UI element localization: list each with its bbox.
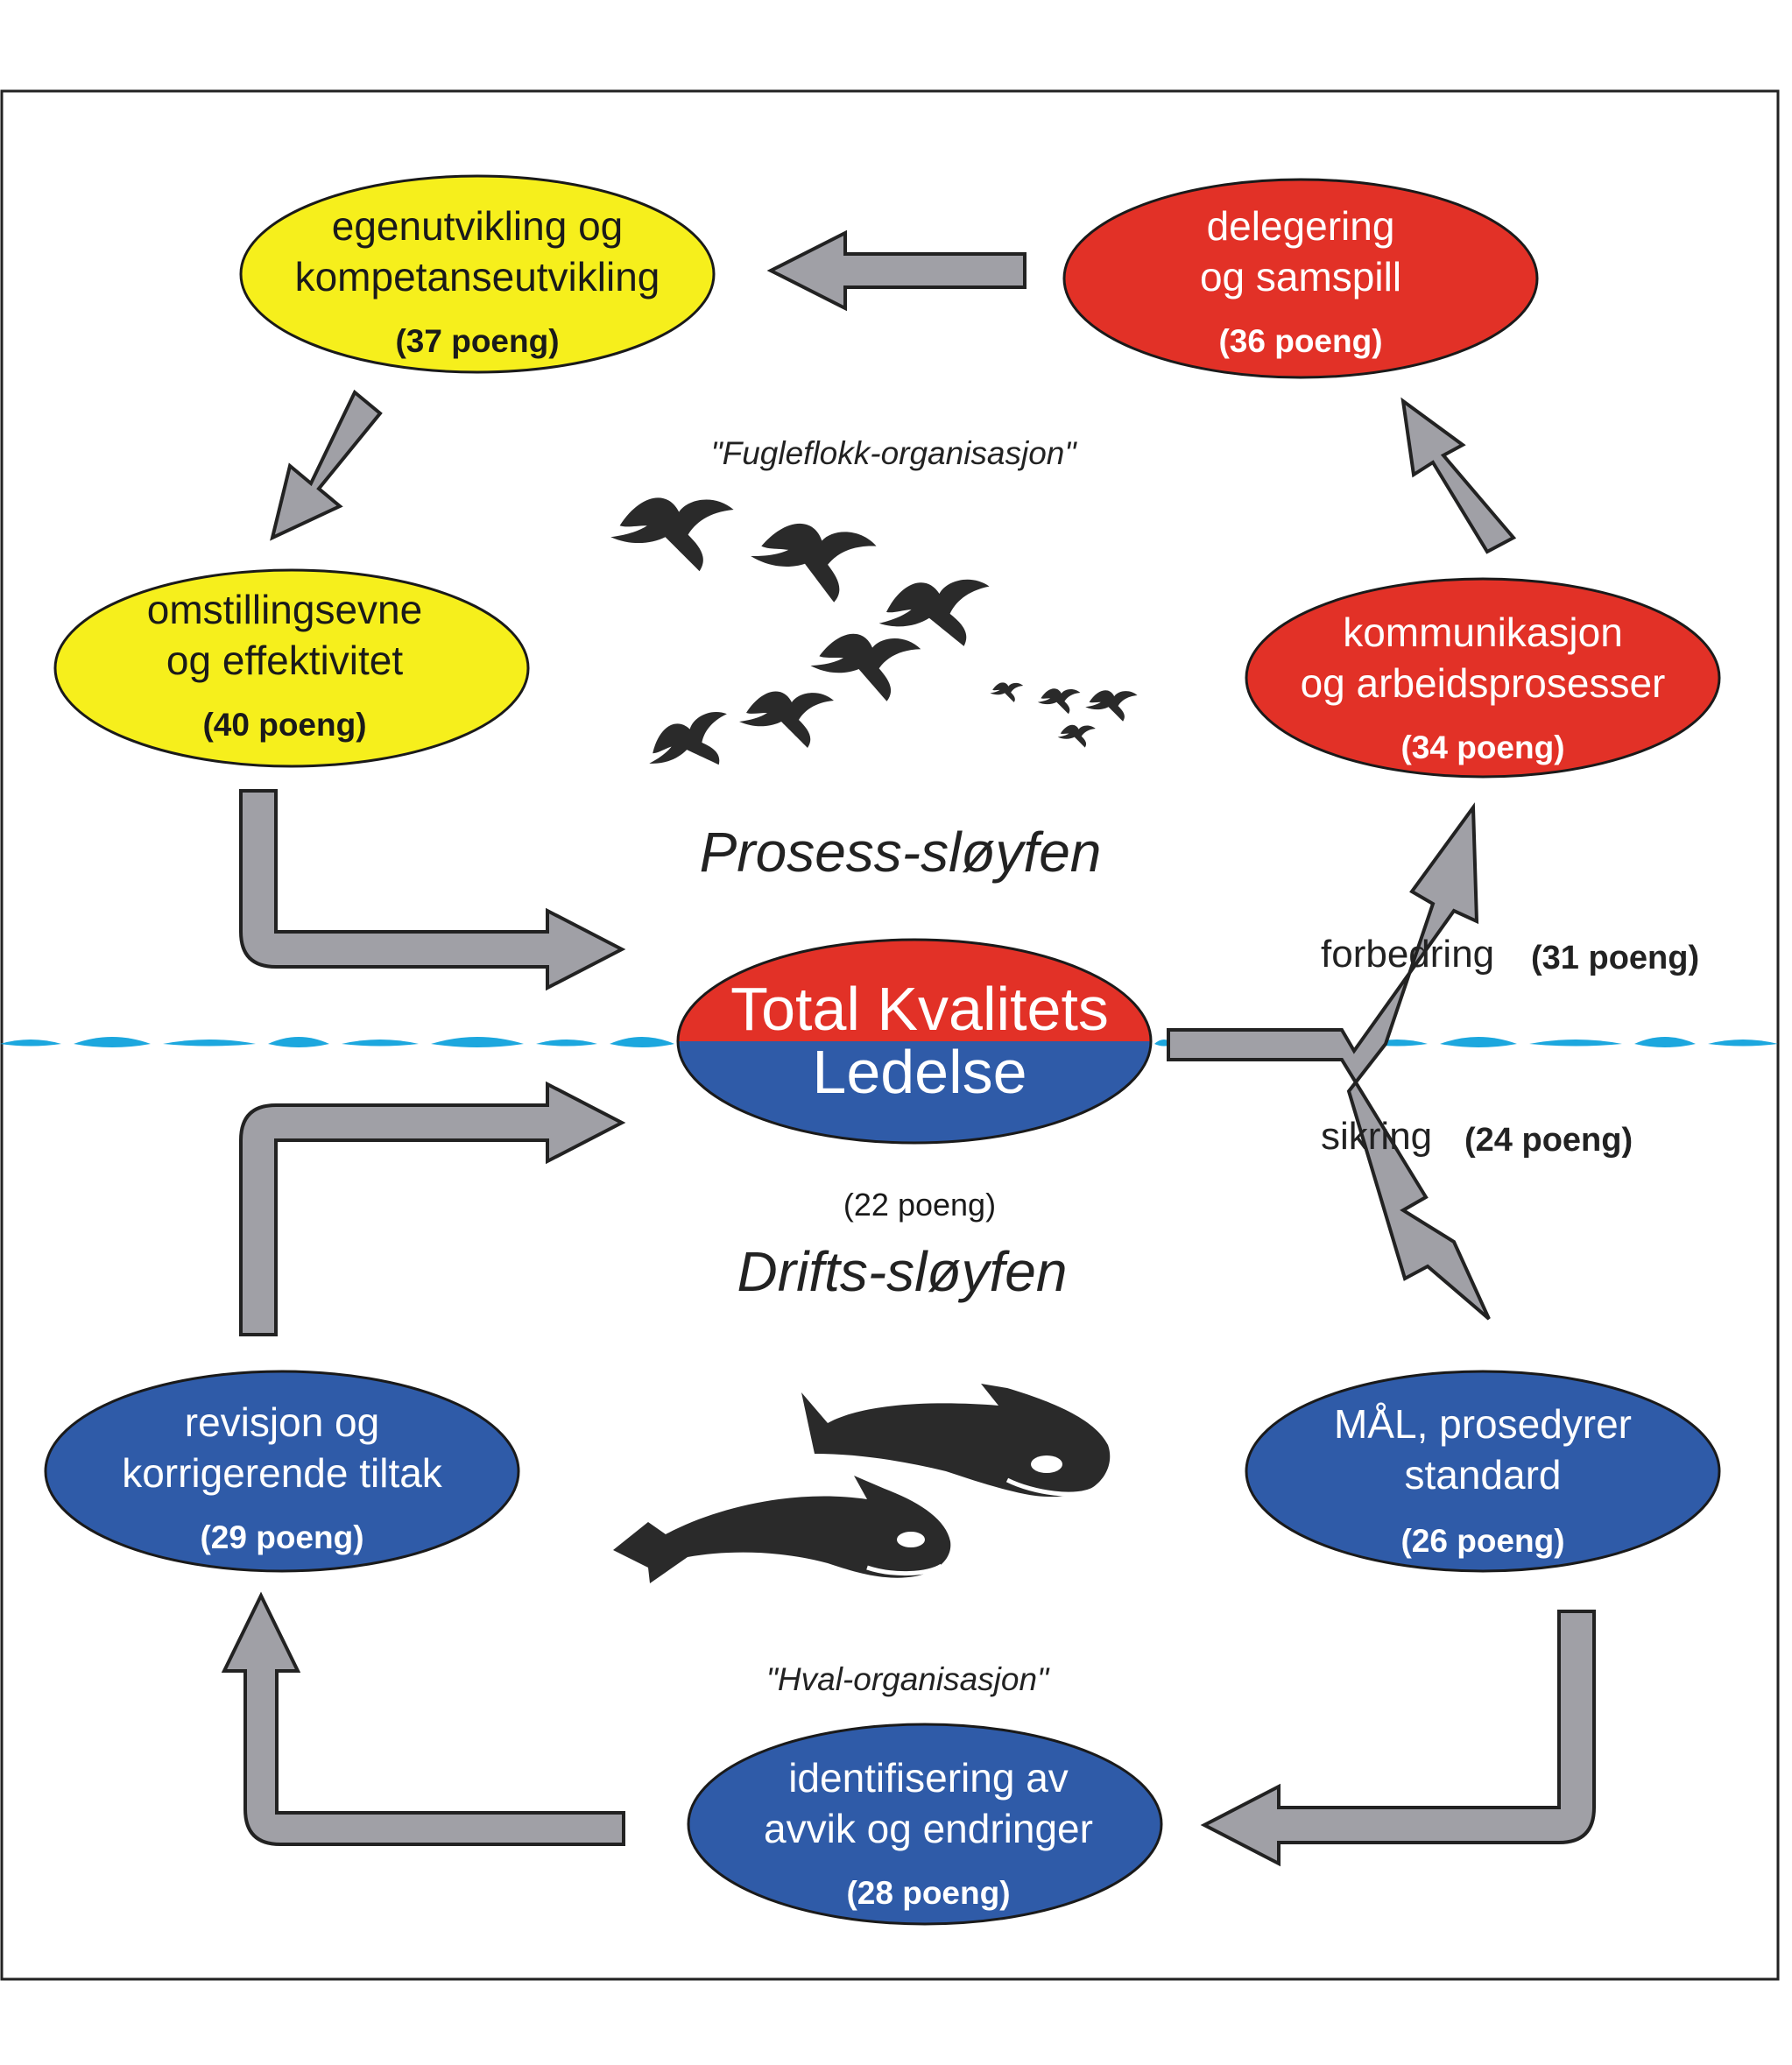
- arrow-egenutvikling-to-omstilling: [270, 389, 383, 541]
- branch-assurance-label: sikring: [1321, 1115, 1432, 1158]
- water-wave: [74, 1037, 151, 1047]
- node-omstilling: omstillingsevne og effektivitet (40 poen…: [53, 568, 530, 768]
- node-title-line2: korrigerende tiltak: [122, 1450, 443, 1496]
- node-egenutvikling: egenutvikling og kompetanseutvikling (37…: [239, 174, 716, 374]
- node-title-line2: standard: [1404, 1452, 1561, 1498]
- arrow-revisjon-to-center: [239, 1081, 626, 1336]
- operations-loop-label: Drifts-sløyfen: [737, 1240, 1068, 1303]
- node-points: (34 poeng): [1400, 729, 1564, 765]
- water-wave: [1440, 1037, 1517, 1047]
- node-title-line1: omstillingsevne: [147, 587, 422, 632]
- center-title-line1: Total Kvalitets: [730, 975, 1109, 1043]
- water-wave: [1634, 1037, 1696, 1047]
- node-title-line1: kommunikasjon: [1343, 610, 1623, 655]
- water-wave: [1529, 1040, 1622, 1047]
- diagram-frame: [0, 89, 1780, 1981]
- node-title-line2: og effektivitet: [166, 638, 403, 683]
- center-title-line2: Ledelse: [812, 1038, 1027, 1106]
- arrow-identifisering-to-revisjon: [221, 1591, 625, 1846]
- node-kommunikasjon: kommunikasjon og arbeidsprosesser (34 po…: [1245, 577, 1721, 779]
- arrow-omstilling-to-center: [239, 789, 626, 991]
- branch-improvement-points: (31 poeng): [1531, 940, 1699, 976]
- node-title-line2: kompetanseutvikling: [295, 254, 660, 300]
- node-points: (37 poeng): [395, 323, 559, 359]
- node-identifisering: identifisering av avvik og endringer (28…: [687, 1723, 1163, 1926]
- arrow-kommunikasjon-to-delegering: [1400, 397, 1517, 554]
- node-points: (29 poeng): [200, 1519, 363, 1555]
- node-points: (26 poeng): [1400, 1523, 1564, 1559]
- operations-loop-quote: "Hval-organisasjon": [766, 1661, 1050, 1697]
- water-wave: [0, 1040, 61, 1047]
- branch-improvement-label: forbedring: [1321, 933, 1494, 976]
- orca-whales-icon: [613, 1384, 1111, 1583]
- node-points: (28 poeng): [846, 1875, 1010, 1911]
- arrows: [221, 229, 1596, 1867]
- node-title-line2: og samspill: [1200, 254, 1401, 300]
- arrow-maal-to-identifisering: [1200, 1610, 1596, 1867]
- branch-assurance-points: (24 poeng): [1464, 1122, 1633, 1159]
- water-wave: [431, 1037, 524, 1047]
- water-wave: [163, 1040, 256, 1047]
- node-delegering: delegering og samspill (36 poeng): [1062, 178, 1539, 379]
- node-title-line2: avvik og endringer: [764, 1806, 1093, 1851]
- arrow-delegering-to-egenutvikling: [766, 229, 1027, 312]
- node-title-line1: revisjon og: [185, 1399, 379, 1445]
- process-loop-quote: "Fugleflokk-organisasjon": [710, 435, 1077, 471]
- water-line: [0, 1037, 1778, 1047]
- node-title-line1: delegering: [1207, 203, 1395, 249]
- bird-flock-icon: [610, 497, 1138, 787]
- water-wave: [1708, 1040, 1778, 1047]
- water-wave: [536, 1040, 597, 1047]
- node-center-tkl: Total Kvalitets Ledelse: [676, 938, 1153, 1145]
- node-revisjon: revisjon og korrigerende tiltak (29 poen…: [44, 1370, 520, 1573]
- water-wave: [610, 1037, 674, 1047]
- node-title-line1: identifisering av: [788, 1755, 1069, 1801]
- node-title-line2: og arbeidsprosesser: [1301, 660, 1666, 706]
- center-points: (22 poeng): [843, 1187, 996, 1223]
- node-title-line1: egenutvikling og: [332, 203, 623, 249]
- node-points: (36 poeng): [1218, 323, 1382, 359]
- node-maal: MÅL, prosedyrer standard (26 poeng): [1245, 1370, 1721, 1573]
- arrow-center-fork: [1167, 802, 1491, 1321]
- process-loop-label: Prosess-sløyfen: [700, 821, 1102, 884]
- node-points: (40 poeng): [202, 707, 366, 743]
- water-wave: [342, 1040, 419, 1047]
- water-wave: [268, 1037, 329, 1047]
- node-title-line1: MÅL, prosedyrer: [1334, 1401, 1632, 1447]
